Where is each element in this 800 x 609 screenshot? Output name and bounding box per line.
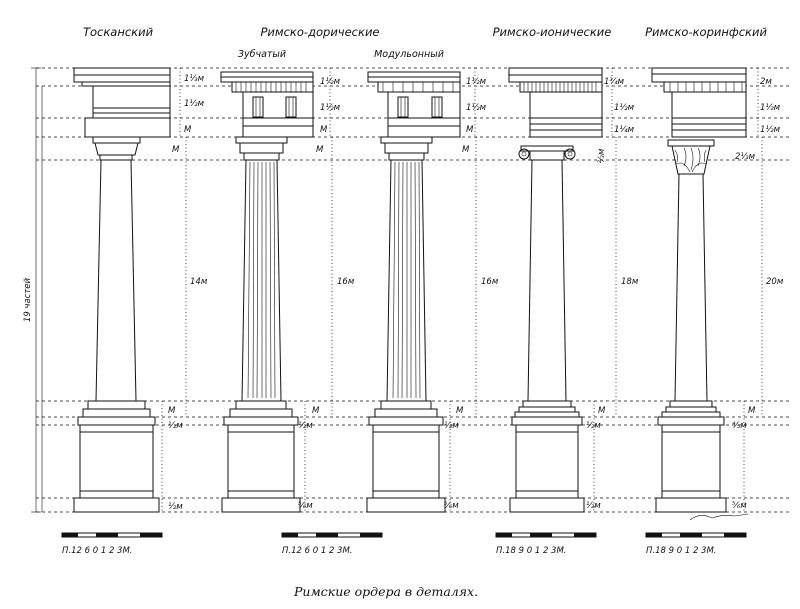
dim-ionic-plinth-bottom: ¹⁄₂м bbox=[586, 501, 601, 511]
dim-doric2-cornice: 1¹⁄₂м bbox=[466, 77, 487, 87]
scale-label-3: П.18 9 0 1 2 3М. bbox=[496, 546, 567, 556]
dim-tuscan-base: M bbox=[168, 406, 176, 416]
dim-tuscan-plinth-bottom: ¹⁄₂м bbox=[168, 502, 183, 512]
dim-doric1-capital: M bbox=[316, 145, 324, 155]
title-roman-ionic: Римско-ионические bbox=[493, 25, 612, 39]
dim-corinthian-plinth-bottom: ⁵⁄₆м bbox=[732, 501, 747, 511]
dim-corinthian-capital: 2¹⁄₃м bbox=[735, 152, 756, 162]
dim-doric1-frieze: 1¹⁄₂м bbox=[320, 103, 341, 113]
dim-ionic-capital: ²⁄₃м bbox=[597, 148, 607, 163]
dim-corinthian-plinth-top: ⁴⁄₅м bbox=[732, 421, 747, 431]
dim-corinthian-architrave: 1¹⁄₂м bbox=[760, 125, 781, 135]
dim-doric2-architrave: M bbox=[466, 125, 474, 135]
title-roman-doric: Римско-дорические bbox=[261, 25, 380, 39]
dim-doric2-base: M bbox=[456, 406, 464, 416]
column-corinthian bbox=[651, 67, 763, 521]
dim-doric2-plinth-bottom: ⁵⁄₆м bbox=[444, 501, 459, 511]
overall-height-dimension: 19 частей bbox=[23, 67, 43, 513]
dim-tuscan-capital: M bbox=[172, 145, 180, 155]
dim-ionic-frieze: 1¹⁄₂м bbox=[614, 103, 635, 113]
dim-doric1-architrave: M bbox=[320, 125, 328, 135]
dim-doric2-plinth-top: ¹⁄₂м bbox=[444, 421, 459, 431]
dim-tuscan-shaft: 14м bbox=[190, 277, 208, 287]
dim-doric1-cornice: 1¹⁄₂м bbox=[320, 77, 341, 87]
dim-doric2-frieze: 1¹⁄₂м bbox=[466, 103, 487, 113]
dim-tuscan-plinth-top: ¹⁄₂м bbox=[168, 421, 183, 431]
scale-bar-4: П.18 9 0 1 2 3М. bbox=[645, 532, 747, 556]
title-tuscan: Тосканский bbox=[83, 25, 154, 39]
dim-ionic-plinth-top: ¹⁄₂м bbox=[586, 421, 601, 431]
dim-tuscan-frieze: 1¹⁄₂м bbox=[184, 99, 205, 109]
subtitle-dentil: Зубчатый bbox=[238, 49, 286, 60]
dim-ionic-cornice: 1³⁄₄м bbox=[604, 77, 625, 87]
dim-ionic-shaft: 18м bbox=[621, 277, 639, 287]
title-roman-corinthian: Римско-коринфский bbox=[645, 25, 767, 39]
dim-corinthian-frieze: 1¹⁄₂м bbox=[760, 103, 781, 113]
scale-bar-2: П.12 6 0 1 2 3М. bbox=[281, 532, 383, 556]
dim-ionic-architrave: 1¹⁄₄м bbox=[614, 125, 635, 135]
dim-doric1-plinth-top: ¹⁄₂м bbox=[298, 421, 313, 431]
dim-corinthian-shaft: 20м bbox=[766, 277, 784, 287]
column-doric-dentil bbox=[220, 68, 333, 513]
subtitle-modillion: Модульонный bbox=[374, 49, 444, 60]
dim-doric2-capital: M bbox=[462, 145, 470, 155]
caption: Римские ордера в деталях. bbox=[293, 584, 478, 599]
dim-tuscan-architrave: M bbox=[184, 125, 192, 135]
column-tuscan bbox=[73, 67, 187, 513]
overall-height-label: 19 частей bbox=[23, 277, 33, 322]
scale-label-2: П.12 6 0 1 2 3М. bbox=[282, 546, 353, 556]
dim-doric2-shaft: 16м bbox=[481, 277, 499, 287]
dim-doric1-plinth-bottom: ⁵⁄₆м bbox=[298, 501, 313, 511]
column-ionic bbox=[508, 67, 617, 513]
scale-label-4: П.18 9 0 1 2 3М. bbox=[646, 546, 717, 556]
scale-label-1: П.12 6 0 1 2 3М. bbox=[62, 546, 133, 556]
scale-bar-3: П.18 9 0 1 2 3М. bbox=[495, 532, 597, 556]
column-doric-modillion bbox=[366, 68, 477, 513]
dim-ionic-base: M bbox=[598, 406, 606, 416]
dim-tuscan-cornice: 1¹⁄₃м bbox=[184, 74, 205, 84]
dim-doric1-base: M bbox=[312, 406, 320, 416]
scale-bar-1: П.12 6 0 1 2 3М. bbox=[61, 532, 163, 556]
dim-corinthian-cornice: 2м bbox=[760, 77, 772, 87]
dim-corinthian-base: M bbox=[748, 406, 756, 416]
dim-doric1-shaft: 16м bbox=[337, 277, 355, 287]
